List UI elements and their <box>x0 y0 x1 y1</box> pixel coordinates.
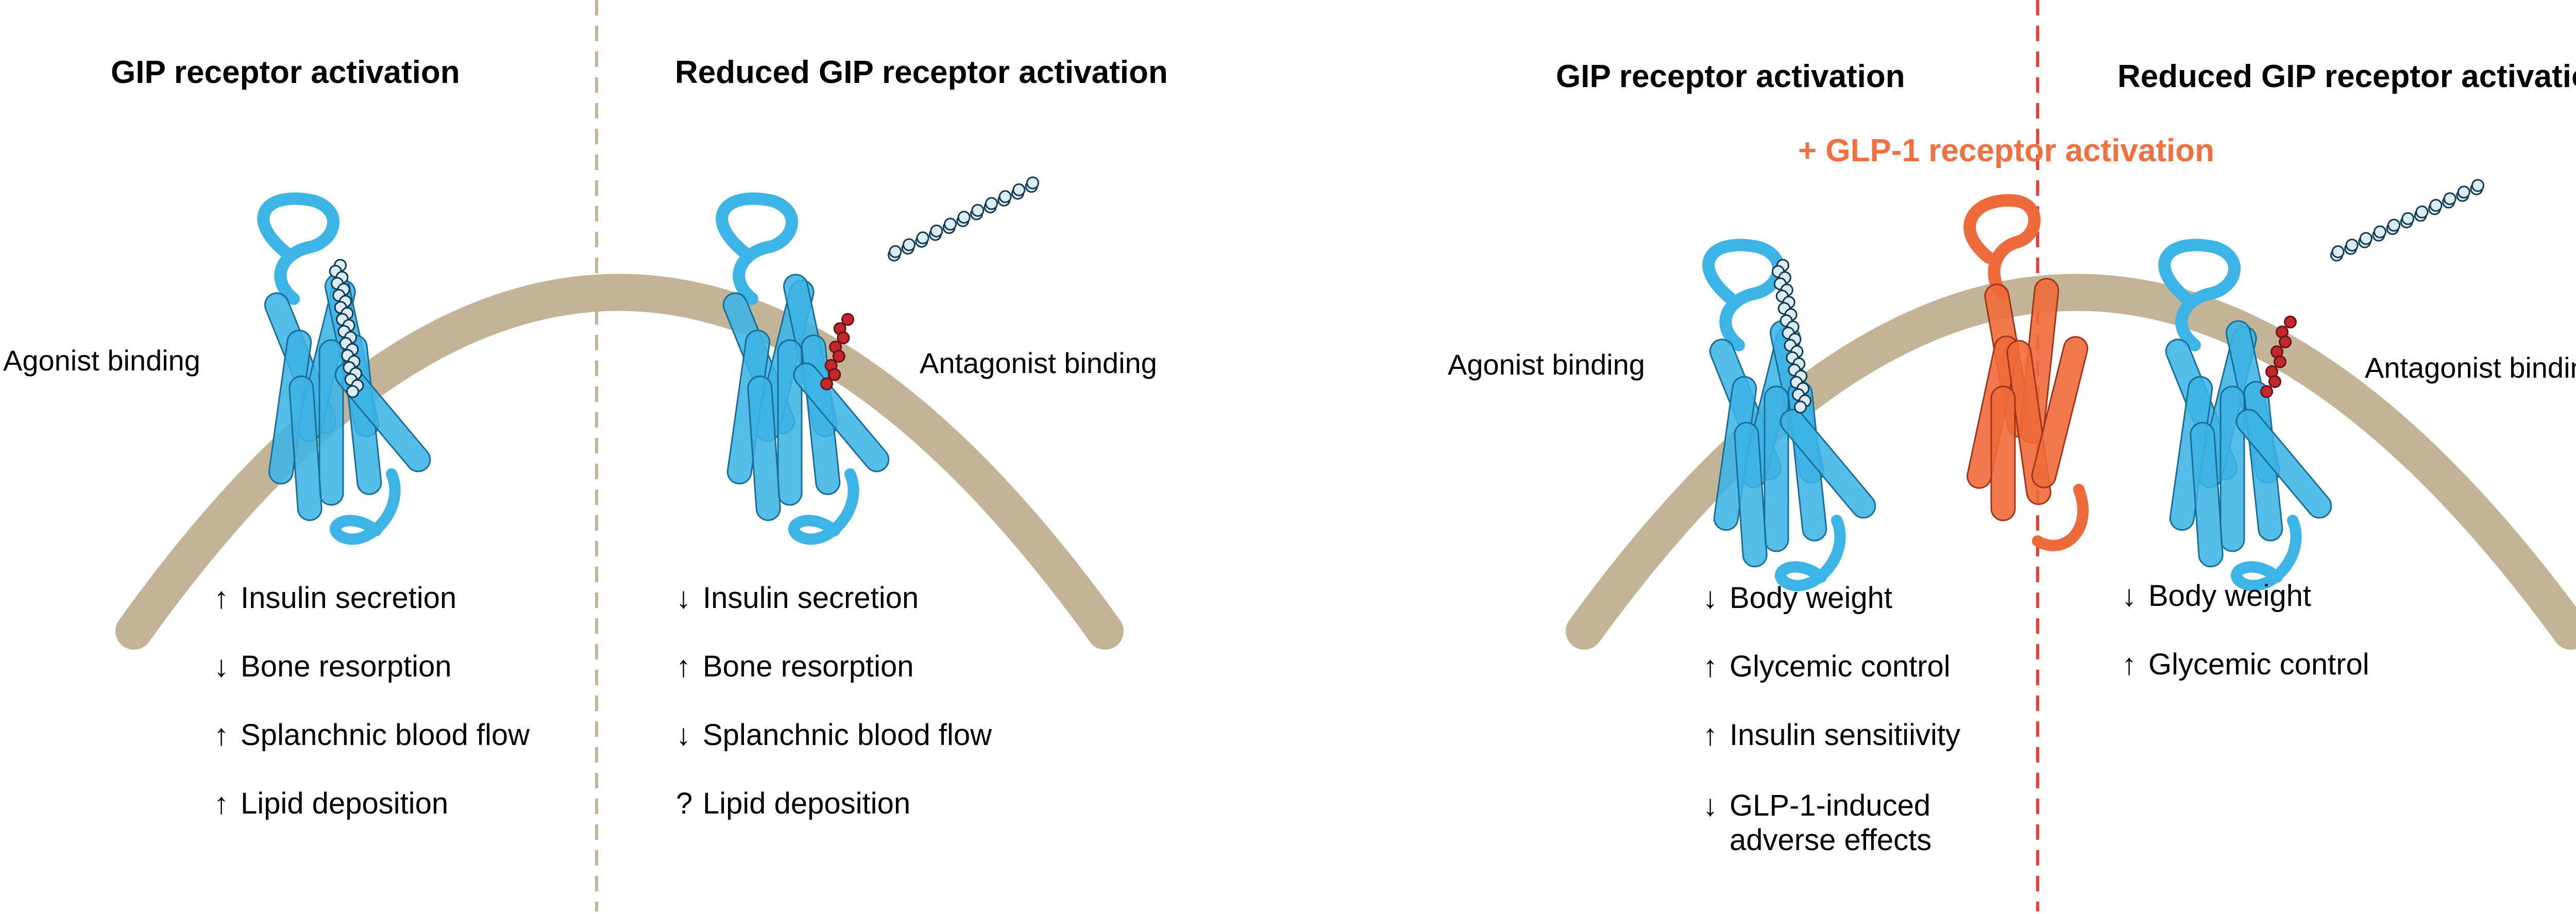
panel2-right-effect-arrow: ↑ <box>2122 648 2137 681</box>
free-peptide <box>985 197 998 210</box>
panel2-left-effect-text: Insulin sensitiivity <box>1730 718 1961 752</box>
panel1-left-effect-arrow: ↑ <box>214 581 229 615</box>
panel1-left-effect-arrow: ↑ <box>214 718 229 752</box>
agonist-peptide-2 <box>1794 400 1807 414</box>
antagonist-peptide-2 <box>2284 315 2297 329</box>
panel2-left-effect-text: Body weight <box>1730 581 1892 615</box>
panel2-left-effect-1: ↑ Glycemic control <box>1703 652 1951 682</box>
panel1-left-effect-3: ↑ Lipid deposition <box>214 789 448 819</box>
panel1-right-effect-3: ? Lipid deposition <box>676 789 910 819</box>
ligand-peptides <box>329 176 2484 414</box>
panel1-right-effect-0: ↓ Insulin secretion <box>676 583 919 613</box>
panel1-title-left: GIP receptor activation <box>111 55 460 90</box>
panel2-right-effect-arrow: ↓ <box>2122 579 2137 613</box>
panel2-right-effect-text: Body weight <box>2148 579 2311 613</box>
panel2-right-effect-1: ↑ Glycemic control <box>2122 650 2369 680</box>
free-peptide-2 <box>2415 205 2429 218</box>
panel2-label-antagonist: Antagonist binding <box>2365 351 2576 384</box>
panel1-title-right: Reduced GIP receptor activation <box>675 55 1168 90</box>
antagonist-peptide-2 <box>2274 355 2286 368</box>
panel1-left-effect-text: Bone resorption <box>241 650 452 683</box>
panel1-right-effect-text: Insulin secretion <box>703 581 919 615</box>
free-peptide <box>1026 176 1039 190</box>
free-peptide-2 <box>2457 185 2470 199</box>
free-peptide-2 <box>2359 232 2372 245</box>
free-peptide <box>930 224 943 238</box>
free-peptide-2 <box>2345 239 2359 252</box>
panel1-right-effect-arrow: ? <box>676 787 693 820</box>
panel2-left-effect-arrow: ↓ <box>1703 789 1718 822</box>
free-peptide <box>957 211 971 224</box>
panel1-right-effect-arrow: ↑ <box>676 650 691 683</box>
agonist-peptide <box>346 385 359 398</box>
panel2-left-effect-2: ↑ Insulin sensitiivity <box>1703 720 1960 750</box>
panel1-left-effect-arrow: ↓ <box>214 650 229 683</box>
panel2-left-effect-0: ↓ Body weight <box>1703 583 1892 613</box>
panel2-right-effect-0: ↓ Body weight <box>2122 581 2311 611</box>
free-peptide-2 <box>2429 199 2443 212</box>
antagonist-peptide <box>828 368 841 381</box>
antagonist-peptide <box>837 331 850 345</box>
free-peptide-2 <box>2471 179 2484 192</box>
panel1-left-effect-2: ↑ Splanchnic blood flow <box>214 720 530 750</box>
gip-receptor-antagonist-2 <box>2162 245 2336 586</box>
free-peptide <box>889 245 902 258</box>
panel1-right-effect-text: Splanchnic blood flow <box>703 718 992 752</box>
antagonist-peptide-2 <box>2268 375 2281 388</box>
panel2-left-effect-text: GLP-1-induced adverse effects <box>1730 789 1932 857</box>
free-peptide-2 <box>2387 218 2401 232</box>
panel1-right-effect-2: ↓ Splanchnic blood flow <box>676 720 992 750</box>
free-peptide <box>903 238 916 251</box>
gip-receptor-agonist-2 <box>1706 245 1880 586</box>
glp1-receptor <box>1965 200 2090 546</box>
panel1-right-effect-arrow: ↓ <box>676 718 691 752</box>
panel1-label-antagonist: Antagonist binding <box>920 347 1157 379</box>
panel2-left-effect-arrow: ↑ <box>1703 650 1718 683</box>
free-peptide-2 <box>2374 225 2386 239</box>
panel1-right-effect-text: Bone resorption <box>703 650 914 683</box>
panel1-left-effect-text: Lipid deposition <box>241 787 449 820</box>
panel2-title-left: GIP receptor activation <box>1556 59 1905 94</box>
panel1-label-agonist: Agonist binding <box>3 344 200 377</box>
free-peptide <box>944 217 957 231</box>
panel1-right-effect-1: ↑ Bone resorption <box>676 652 913 682</box>
panel1-right-effect-text: Lipid deposition <box>703 787 911 820</box>
panel2-subtitle: + GLP-1 receptor activation <box>1798 133 2214 168</box>
antagonist-peptide <box>832 349 845 363</box>
panel2-right-effect-text: Glycemic control <box>2148 648 2369 681</box>
free-peptide-2 <box>2443 192 2456 206</box>
free-peptide <box>916 231 929 245</box>
free-peptide <box>1012 183 1026 196</box>
panel1-left-effect-text: Insulin secretion <box>241 581 457 615</box>
panel1-left-effect-1: ↓ Bone resorption <box>214 652 451 682</box>
free-peptide <box>971 204 985 217</box>
antagonist-peptide-2 <box>2260 385 2273 398</box>
antagonist-peptide <box>841 313 854 326</box>
panel1-left-effect-0: ↑ Insulin secretion <box>214 583 456 613</box>
panel1-right-effect-arrow: ↓ <box>676 581 691 615</box>
panel2-left-effect-arrow: ↑ <box>1703 718 1718 752</box>
panel2-title-right: Reduced GIP receptor activation <box>2117 59 2576 94</box>
panel2-left-effect-3: ↓ GLP-1-induced adverse effects <box>1703 789 1991 857</box>
free-peptide-2 <box>2401 212 2415 225</box>
free-peptide-2 <box>2331 245 2345 259</box>
free-peptide <box>998 190 1012 204</box>
panel2-left-effect-arrow: ↓ <box>1703 581 1718 615</box>
panel1-left-effect-text: Splanchnic blood flow <box>241 718 530 752</box>
panel2-left-effect-text: Glycemic control <box>1730 650 1951 683</box>
antagonist-peptide <box>820 377 833 391</box>
panel2-label-agonist: Agonist binding <box>1448 348 1645 381</box>
panel1-left-effect-arrow: ↑ <box>214 787 229 820</box>
antagonist-peptide-2 <box>2279 335 2292 349</box>
